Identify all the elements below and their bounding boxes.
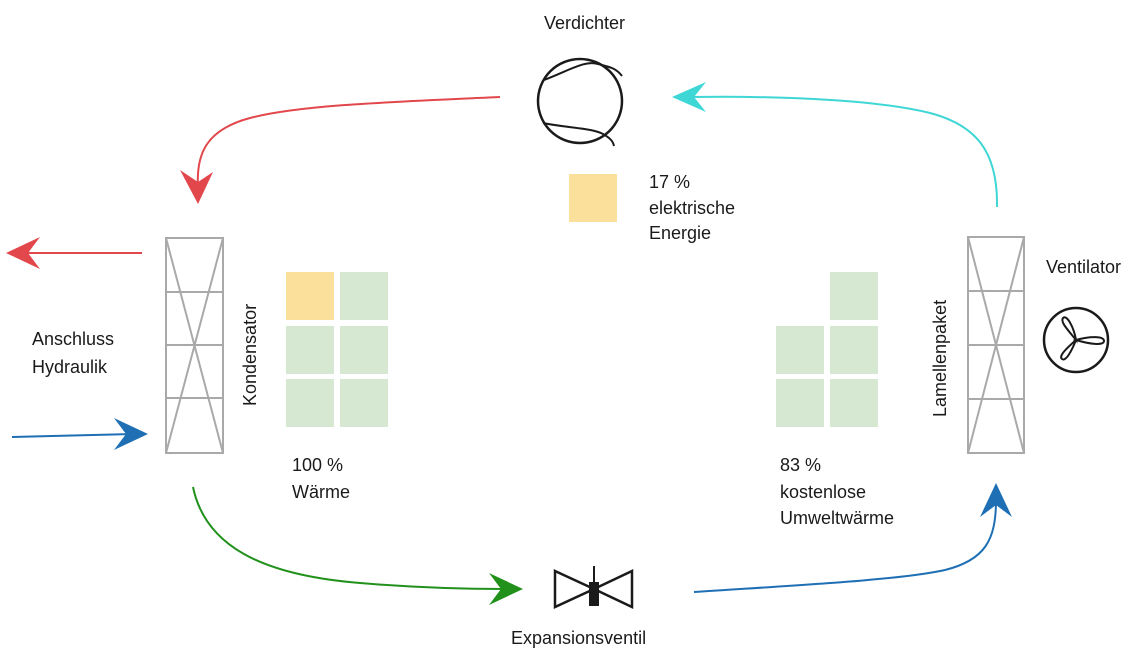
heat-square [340,379,388,427]
condenser-label: Kondensator [240,303,260,406]
suction-arrow [672,82,999,208]
ambient-percent-label: 83 % [780,455,822,475]
fin-pack-exchanger [967,236,1025,454]
heat-square [286,379,334,427]
heat-percent-label: 100 % [292,455,344,475]
fan-label: Ventilator [1046,257,1122,277]
compressor-label: Verdichter [544,13,626,33]
heat-square [340,272,388,320]
expansion-valve-label: Expansionsventil [511,628,647,648]
ambient-square [830,272,878,320]
expansion-valve-icon [553,566,634,609]
ambient-square [776,326,824,374]
hydraulic-label-line1: Anschluss [32,329,115,349]
condenser-exchanger [165,237,224,454]
ambient-square [830,326,878,374]
compressor-icon [536,57,624,147]
heating-flow-arrow [6,237,142,269]
heat-square [286,326,334,374]
heat-square-electric [286,272,334,320]
ambient-square [776,379,824,427]
heat-output-grid [286,272,388,427]
ambient-square [830,379,878,427]
fin-pack-label: Lamellenpaket [930,299,950,417]
electric-percent-label: 17 % [649,172,691,192]
heat-label: Wärme [292,482,350,502]
ambient-label-line2: Umweltwärme [780,508,895,528]
return-flow-arrow [11,418,148,450]
electric-label-line1: elektrische [649,198,736,218]
liquid-line-arrow [192,486,523,605]
ambient-heat-grid [776,272,878,427]
hot-gas-arrow [180,96,501,204]
electric-energy-square [569,174,617,222]
ambient-label-line1: kostenlose [780,482,867,502]
hydraulic-label-line2: Hydraulik [32,357,108,377]
expanded-line-arrow [693,483,1012,593]
fan-icon [1042,306,1110,374]
heat-square [340,326,388,374]
electric-label-line2: Energie [649,223,712,243]
